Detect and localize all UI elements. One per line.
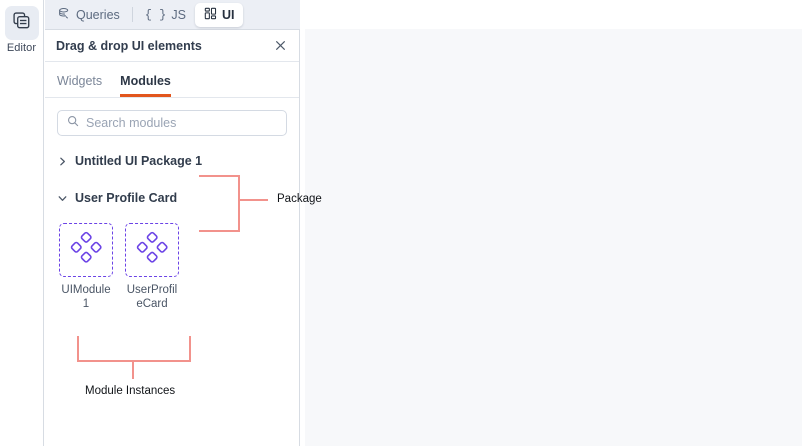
tab-queries[interactable]: Queries <box>49 3 129 27</box>
search-placeholder: Search modules <box>86 116 177 130</box>
sidebar-item-editor[interactable] <box>4 6 39 40</box>
search-container: Search modules <box>45 98 299 136</box>
annotation-bracket-left-stem <box>77 336 79 362</box>
panel-header: Drag & drop UI elements <box>45 30 299 62</box>
module-tile-userprofilecard[interactable]: UserProfileCard <box>125 223 179 312</box>
grid-squares-icon <box>204 7 217 23</box>
four-diamonds-module-icon <box>69 231 103 270</box>
tab-widgets-label: Widgets <box>57 73 103 88</box>
tab-js-label: JS <box>171 7 186 22</box>
close-icon[interactable] <box>272 38 288 54</box>
tab-ui[interactable]: UI <box>194 2 244 27</box>
chevron-right-icon[interactable] <box>57 156 68 167</box>
tree-item-user-profile-card[interactable]: User Profile Card <box>57 183 287 213</box>
module-tile-label: UserProfileCard <box>126 284 178 311</box>
tab-divider <box>131 7 133 22</box>
module-tile-box[interactable] <box>125 223 179 277</box>
annotation-bracket-top <box>199 175 240 177</box>
database-query-icon <box>58 7 71 23</box>
annotation-leader-line <box>132 360 134 379</box>
search-input[interactable]: Search modules <box>57 110 287 136</box>
tab-js[interactable]: { } JS <box>136 3 195 27</box>
four-diamonds-module-icon <box>135 231 169 270</box>
panel-subtabs: Widgets Modules <box>45 62 299 98</box>
tree-item-untitled-ui-package-1[interactable]: Untitled UI Package 1 <box>57 146 287 176</box>
editor-stack-icon <box>12 11 31 35</box>
annotation-bracket-bottom <box>199 230 240 232</box>
module-instance-list: UIModule 1 UserProfileCard <box>45 213 299 312</box>
tab-queries-label: Queries <box>76 7 120 22</box>
app-canvas[interactable] <box>305 29 802 446</box>
annotation-label-package: Package <box>277 193 322 205</box>
annotation-bracket-right-stem <box>189 336 191 362</box>
annotation-bracket-spine <box>238 175 240 232</box>
tree-item-label: Untitled UI Package 1 <box>75 154 203 168</box>
sidebar-item-editor-label: Editor <box>6 42 37 54</box>
module-tile-box[interactable] <box>59 223 113 277</box>
tab-modules[interactable]: Modules <box>120 73 171 97</box>
left-rail: Editor <box>0 0 44 446</box>
module-tile-uimodule-1[interactable]: UIModule 1 <box>59 223 113 312</box>
annotation-leader-line <box>240 199 268 201</box>
tab-modules-label: Modules <box>120 73 171 88</box>
module-tile-label: UIModule 1 <box>61 284 111 311</box>
ui-elements-panel: Drag & drop UI elements Widgets Modules <box>45 30 300 446</box>
tree-item-label: User Profile Card <box>75 191 178 205</box>
search-icon <box>67 114 79 132</box>
module-tree: Untitled UI Package 1 User Profile Card <box>45 136 299 213</box>
chevron-down-icon[interactable] <box>57 193 68 204</box>
tab-ui-label: UI <box>221 7 235 22</box>
tab-widgets[interactable]: Widgets <box>57 73 103 98</box>
editor-tab-strip: Queries { } JS UI <box>45 0 300 30</box>
annotation-bracket-rail <box>77 360 191 362</box>
annotation-label-module-instances: Module Instances <box>85 385 176 397</box>
canvas-top-bar <box>301 0 802 29</box>
curly-braces-icon: { } <box>144 7 167 22</box>
page-title: Drag & drop UI elements <box>56 38 202 53</box>
